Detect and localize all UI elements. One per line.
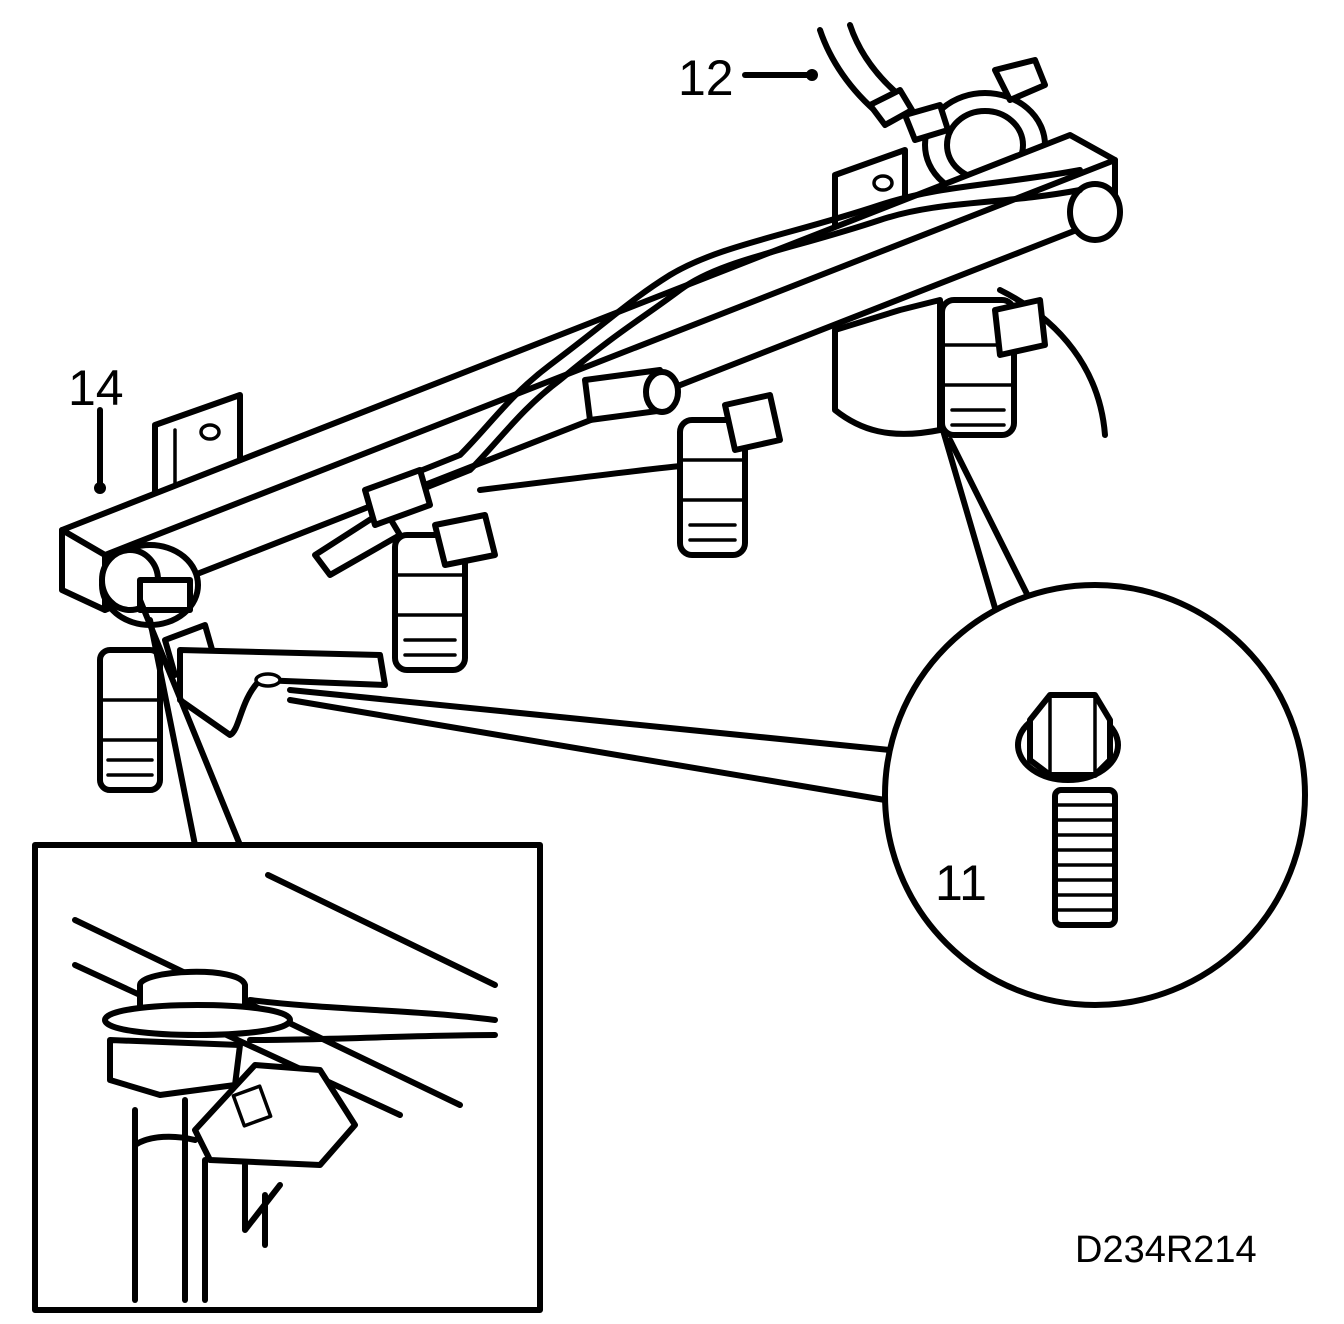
bolt-detail-circle: [882, 582, 1308, 1008]
wiring-connector-plug: [582, 367, 681, 423]
injector-3: [677, 392, 783, 558]
injector-4: [939, 297, 1048, 438]
injector-2: [392, 512, 498, 673]
figure-code: D234R214: [1075, 1229, 1257, 1271]
leader-lines: [94, 69, 1038, 873]
rail-end-fitting: [99, 542, 201, 628]
callout-12: 12: [678, 50, 734, 106]
flange-bolt: [1015, 692, 1121, 928]
lower-bracket: [177, 647, 388, 738]
inset-detail-box: [32, 842, 543, 1313]
fuel-rail: [59, 132, 1123, 613]
bolt-hole: [254, 672, 282, 688]
fuel-hose: [817, 22, 915, 128]
callout-14: 14: [68, 360, 124, 416]
callout-11: 11: [935, 855, 987, 911]
